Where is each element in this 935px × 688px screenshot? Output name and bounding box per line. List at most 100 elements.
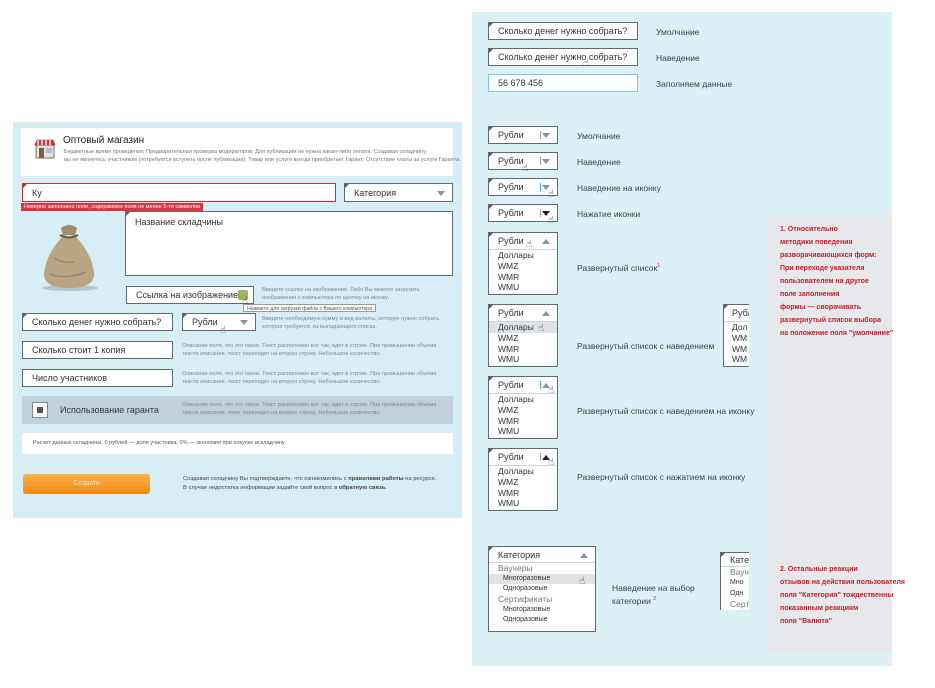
category-group: Серт [730, 599, 749, 610]
participants-input-label: Число участников [32, 373, 108, 383]
state-label-expanded-hover-icon: Развернутый список с наведением на иконк… [577, 406, 755, 416]
amount-input[interactable]: Сколько денег нужно собрать? [22, 313, 173, 331]
currency-option[interactable]: WM [732, 332, 748, 343]
category-option[interactable]: Одн [730, 589, 744, 597]
currency-select-label: Рубли [192, 317, 218, 327]
guarantee-checkbox[interactable] [32, 402, 48, 418]
category-dropdown-clipped[interactable]: Кате Ваучо Мно Одн Серт [720, 552, 749, 610]
currency-option[interactable]: WMR [498, 487, 520, 498]
currency-option[interactable]: Доллары [498, 466, 534, 476]
state-label-text: категории [612, 596, 651, 606]
currency-label: Рубли [498, 452, 524, 462]
currency-label: Рубли [498, 156, 524, 166]
currency-option[interactable]: WM [732, 354, 748, 365]
cost-hint-1: Описание поля, что это такое. Текст расп… [182, 343, 437, 349]
error-message: Неверно заполнено поле, содержимое поля … [21, 203, 203, 211]
currency-dropdown-clipped[interactable]: Рубл Дол WM WM WM [723, 304, 749, 367]
note-line: 1. Относительно [780, 226, 838, 233]
chevron-down-icon[interactable] [437, 190, 445, 196]
pointer-cursor-icon: ☝ [548, 457, 555, 468]
currency-option[interactable]: WMZ [498, 476, 519, 487]
currency-option[interactable]: WMR [498, 271, 520, 282]
currency-dropdown-expanded-hover[interactable]: Рубли Доллары WMZ WMR WMU [488, 304, 558, 367]
guarantee-row [22, 396, 453, 424]
category-option[interactable]: Одноразовые [503, 585, 548, 592]
amount-field-hover[interactable]: Сколько денег нужно собрать? [488, 48, 638, 66]
amount-field-filled[interactable]: 56 678 456 [488, 74, 638, 92]
amount-hint-1: Введите необходимую сумму и вид валюты, … [262, 316, 441, 322]
category-select[interactable]: Категория [344, 183, 453, 202]
pointer-cursor-icon: ☝ [548, 215, 555, 226]
chevron-down-icon[interactable] [542, 185, 550, 190]
checkbox-mark-icon [37, 407, 43, 413]
currency-option[interactable]: Доллары [498, 250, 534, 260]
category-group: Ваучо [730, 567, 749, 577]
currency-press-icon[interactable]: Рубли [488, 204, 558, 222]
currency-select[interactable]: Рубли [182, 313, 256, 331]
currency-option[interactable]: WMZ [498, 332, 519, 343]
guarantee-hint-1: Описание поля, что это такое. Текст расп… [182, 402, 437, 408]
image-link-hint-1: Введите ссылку на изображение. Либо Вы м… [262, 287, 420, 293]
guarantee-label: Использование гаранта [60, 405, 159, 415]
upload-tooltip: Нажмите для загрузки файла с Вашего комп… [243, 304, 377, 312]
chevron-up-icon[interactable] [542, 383, 550, 388]
pointer-cursor-icon: ☝ [579, 576, 586, 587]
state-label-default: Умолчание [577, 131, 621, 141]
participants-input[interactable]: Число участников [22, 369, 173, 387]
currency-option[interactable]: WMR [498, 415, 520, 426]
currency-hover-icon[interactable]: Рубли [488, 178, 558, 196]
category-option-hovered[interactable]: Многоразовые [489, 574, 595, 584]
chevron-up-icon[interactable] [542, 239, 550, 244]
chevron-down-icon[interactable] [542, 133, 550, 138]
cost-input[interactable]: Сколько стоит 1 копия [22, 341, 173, 359]
note-line: поле заполнения [780, 291, 840, 298]
currency-option[interactable]: WMZ [498, 404, 519, 415]
currency-option[interactable]: WMU [498, 498, 520, 509]
rules-link[interactable]: правилами работы [348, 476, 404, 482]
title-input[interactable]: Ку [22, 183, 336, 202]
currency-hover[interactable]: Рубли [488, 152, 558, 170]
amount-hint-2: которая требуется, из выпадающего списка… [262, 324, 377, 330]
title-input-value: Ку [32, 187, 42, 198]
currency-option[interactable]: WMU [498, 426, 520, 437]
chevron-down-icon[interactable] [240, 320, 248, 325]
currency-option[interactable]: Дол [732, 322, 748, 332]
amount-field-default[interactable]: Сколько денег нужно собрать? [488, 22, 638, 40]
state-label-hover-icon: Наведение на иконку [577, 183, 661, 193]
upload-icon[interactable] [238, 290, 248, 300]
chevron-down-icon[interactable] [542, 159, 550, 164]
chevron-up-icon[interactable] [542, 311, 550, 316]
category-dropdown-hover[interactable]: Категория Ваучеры Многоразовые Одноразов… [488, 546, 596, 632]
cost-hint-2: текста описания, текст переходит на втор… [182, 351, 381, 357]
currency-option[interactable]: WM [732, 343, 748, 354]
currency-option[interactable]: WMU [498, 354, 520, 365]
note-line: поля "Категория" тождественны [780, 592, 894, 599]
currency-option[interactable]: WMR [498, 343, 520, 354]
chevron-down-icon[interactable] [542, 211, 550, 216]
footer-text: . [385, 485, 387, 491]
currency-option-hovered[interactable]: Доллары [489, 322, 557, 333]
category-option[interactable]: Мно [730, 578, 744, 586]
currency-label: Рубли [498, 208, 524, 218]
feedback-link[interactable]: обратную связь [338, 485, 386, 491]
image-link-input[interactable]: Ссылка на изображение [126, 286, 254, 304]
note-line: показанным реакциям [780, 605, 859, 612]
note-line: При переходе указателя [780, 265, 865, 272]
description-textarea[interactable]: Название складчины [125, 211, 453, 276]
category-option[interactable]: Одноразовые [503, 616, 548, 623]
note-line: на положение поля "умолчание" [780, 330, 894, 337]
currency-label: Рубли [498, 182, 524, 192]
chevron-up-icon[interactable] [580, 552, 588, 558]
currency-option[interactable]: WMU [498, 282, 520, 293]
chevron-up-icon[interactable] [542, 455, 550, 460]
currency-option[interactable]: WMZ [498, 260, 519, 271]
currency-option[interactable]: Доллары [498, 394, 534, 404]
currency-default[interactable]: Рубли [488, 126, 558, 144]
category-option[interactable]: Многоразовые [503, 606, 551, 613]
currency-dropdown-expanded[interactable]: Рубли Доллары WMZ WMR WMU [488, 232, 558, 295]
note-line: формы — сворачивать [780, 304, 862, 311]
currency-dropdown-hover-icon[interactable]: Рубли Доллары WMZ WMR WMU [488, 376, 558, 439]
amount-field-label: Сколько денег нужно собрать? [498, 26, 628, 36]
create-button[interactable]: Создать [23, 474, 150, 494]
currency-dropdown-press-icon[interactable]: Рубли Доллары WMZ WMR WMU [488, 448, 558, 511]
